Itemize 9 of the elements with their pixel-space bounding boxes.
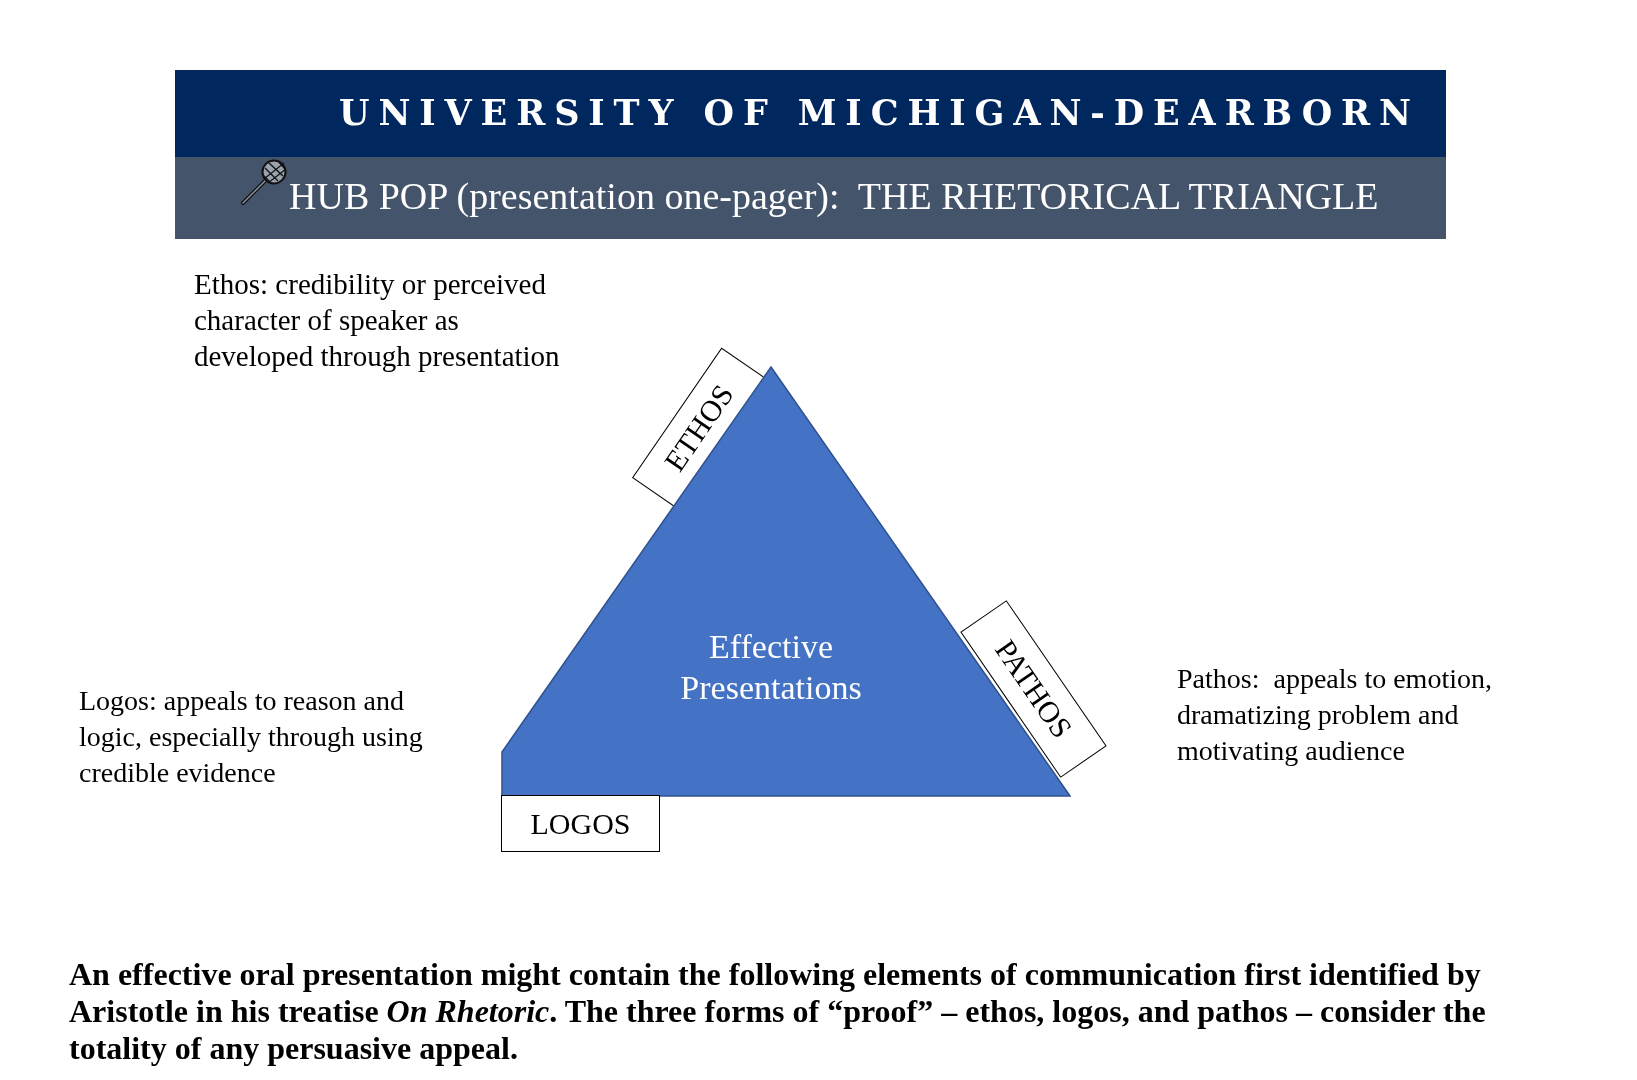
description-text: Ethos: credibility or perceived character of speaker as developed through presentation (194, 267, 561, 374)
title-text: HUB POP (presentation one-pager): THE RHETORICAL TRIANGLE (289, 174, 1379, 219)
description-text: Logos: appeals to reason and logic, especially through using credible evidence (79, 684, 424, 790)
header-banner (175, 70, 1446, 157)
caption-text: An effective oral presentation might contain the following elements of communication first identified by Aristotle in his treatise On Rhetoric. The three forms of “proof” – ethos, logos, and pathos – consider the totality of any persuasive appeal. (69, 956, 1487, 1067)
center-label: Effective Presentations (679, 627, 863, 708)
label-box: LOGOS (501, 795, 660, 852)
university-name: UNIVERSITY OF MICHIGAN-DEARBORN (339, 91, 1420, 135)
description-text: Pathos: appeals to emotion, dramatizing problem and motivating audience (1177, 662, 1493, 768)
